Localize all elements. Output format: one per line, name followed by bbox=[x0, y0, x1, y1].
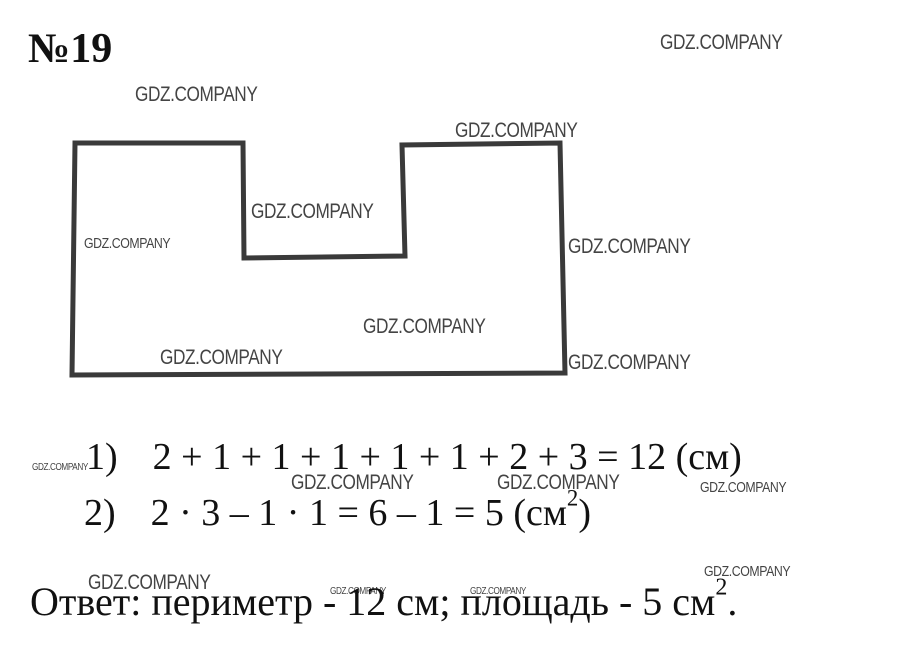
solution-step-1: 1) 2 + 1 + 1 + 1 + 1 + 1 + 2 + 3 = 12 (с… bbox=[86, 438, 742, 476]
shape-outline bbox=[69, 140, 568, 378]
watermark: GDZ.COMPANY bbox=[470, 586, 526, 597]
watermark: GDZ.COMPANY bbox=[84, 235, 171, 252]
step-expression: 2 + 1 + 1 + 1 + 1 + 1 + 2 + 3 = 12 (см) bbox=[152, 436, 742, 478]
exponent: 2 bbox=[566, 485, 579, 511]
watermark: GDZ.COMPANY bbox=[363, 315, 486, 338]
task-number: №19 bbox=[28, 26, 113, 72]
watermark: GDZ.COMPANY bbox=[568, 235, 691, 258]
watermark: GDZ.COMPANY bbox=[568, 351, 691, 374]
watermark: GDZ.COMPANY bbox=[251, 200, 374, 223]
watermark: GDZ.COMPANY bbox=[455, 119, 578, 142]
answer-period: . bbox=[727, 579, 738, 624]
step-index: 2) bbox=[84, 492, 116, 534]
watermark: GDZ.COMPANY bbox=[660, 31, 783, 54]
watermark: GDZ.COMPANY bbox=[704, 563, 791, 580]
answer-text: Ответ: периметр - 12 см; площадь - 5 см bbox=[30, 579, 716, 624]
watermark: GDZ.COMPANY bbox=[291, 471, 414, 494]
answer-line: Ответ: периметр - 12 см; площадь - 5 см2… bbox=[30, 576, 738, 624]
watermark: GDZ.COMPANY bbox=[32, 462, 88, 473]
step-expression: 2 · 3 – 1 · 1 = 6 – 1 = 5 (см bbox=[150, 492, 567, 534]
exponent: 2 bbox=[715, 574, 728, 601]
watermark: GDZ.COMPANY bbox=[497, 471, 620, 494]
closing-paren: ) bbox=[578, 492, 591, 534]
watermark: GDZ.COMPANY bbox=[700, 479, 787, 496]
watermark: GDZ.COMPANY bbox=[330, 586, 386, 597]
watermark: GDZ.COMPANY bbox=[88, 571, 211, 594]
solution-step-2: 2) 2 · 3 – 1 · 1 = 6 – 1 = 5 (см2) bbox=[84, 487, 591, 534]
watermark: GDZ.COMPANY bbox=[135, 83, 258, 106]
step-index: 1) bbox=[86, 436, 118, 478]
watermark: GDZ.COMPANY bbox=[160, 346, 283, 369]
